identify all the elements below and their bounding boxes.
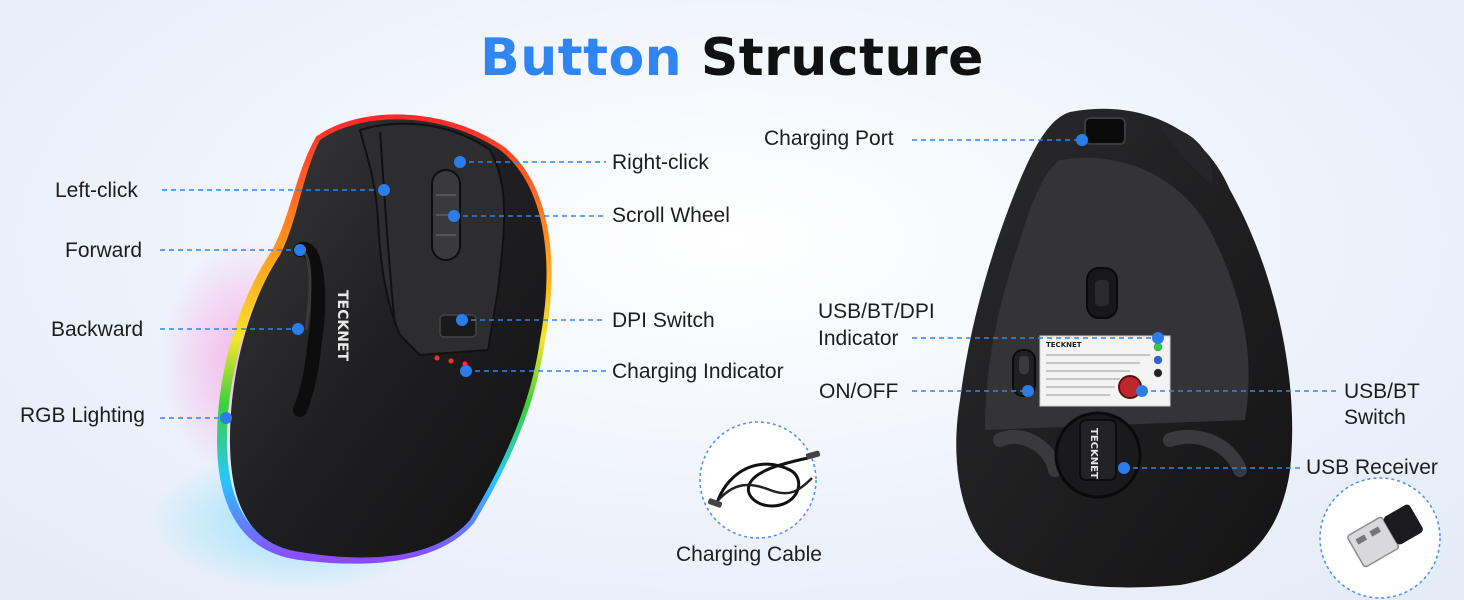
label-usb-bt-dpi-line1: USB/BT/DPI	[818, 300, 935, 323]
label-rgb-lighting: RGB Lighting	[20, 404, 145, 427]
mouse-front-view: TECKNET	[150, 114, 552, 590]
charging-port-shape	[1084, 117, 1126, 145]
title-rest: Structure	[700, 28, 984, 88]
label-backward: Backward	[51, 318, 144, 341]
label-scroll-wheel: Scroll Wheel	[612, 204, 730, 227]
usb-receiver-illustration	[1319, 477, 1441, 599]
label-dpi-switch: DPI Switch	[612, 309, 715, 332]
leader-dots	[220, 134, 1164, 474]
label-usb-bt-switch-line1: USB/BT	[1344, 380, 1420, 403]
mouse-bottom-view: TECKNET TECKNET	[956, 108, 1293, 588]
label-forward: Forward	[65, 239, 143, 262]
mouse-front-brand: TECKNET	[334, 290, 350, 362]
label-usb-bt-dpi-line2: Indicator	[818, 327, 899, 350]
label-brand: TECKNET	[1046, 341, 1082, 349]
leader-lines	[160, 139, 1340, 469]
title-highlight: Button	[480, 28, 683, 88]
label-charging-port: Charging Port	[764, 127, 894, 150]
charging-cable-illustration	[699, 421, 821, 539]
receiver-slot-shape	[1079, 419, 1117, 481]
label-usb-receiver: USB Receiver	[1306, 456, 1438, 479]
label-usb-bt-switch-line2: Switch	[1344, 406, 1406, 429]
caption-charging-cable: Charging Cable	[676, 543, 822, 566]
page-title: Button Structure	[0, 28, 1464, 88]
receiver-brand: TECKNET	[1088, 428, 1099, 479]
label-on-off: ON/OFF	[819, 380, 899, 403]
label-charging-indicator: Charging Indicator	[612, 360, 784, 383]
label-right-click: Right-click	[612, 151, 709, 174]
label-left-click: Left-click	[55, 179, 138, 202]
